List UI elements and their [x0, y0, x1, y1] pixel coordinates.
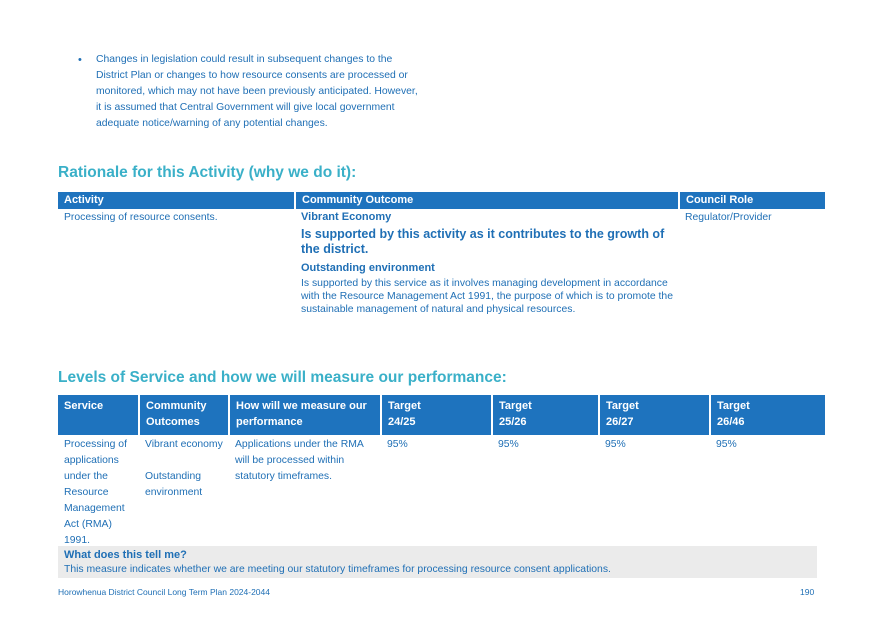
col-header-target-2: Target 25/26: [492, 395, 600, 435]
target-label: Target: [499, 400, 532, 412]
target-year: 24/25: [388, 416, 416, 428]
summary-question: What does this tell me?: [64, 549, 187, 561]
target-label: Target: [717, 400, 750, 412]
col-header-service: Service: [58, 395, 140, 435]
col-header-target-1: Target 24/25: [381, 395, 493, 435]
summary-answer: This measure indicates whether we are me…: [64, 564, 611, 575]
community-outcomes-cell: Vibrant economy Outstanding environment: [139, 435, 229, 551]
target-year: 26/46: [717, 416, 745, 428]
col-header-community-outcome: Community Outcome: [295, 192, 680, 209]
target-value-2: 95%: [498, 439, 519, 450]
outcome-vibrant-economy-title: Vibrant Economy: [301, 211, 392, 223]
outcome-environment-text: Is supported by this service as it invol…: [301, 278, 673, 315]
table-row: Processing of applications under the Res…: [58, 435, 825, 551]
council-role-cell: Regulator/Provider: [685, 212, 772, 223]
target-label: Target: [388, 400, 421, 412]
outcome-vibrant-economy: Vibrant economy: [145, 439, 223, 450]
rationale-table: Activity Community Outcome Council Role …: [58, 192, 825, 318]
outcome-vibrant-economy-text: Is supported by this activity as it cont…: [301, 227, 665, 256]
community-outcome-cell: Vibrant Economy Is supported by this act…: [295, 209, 679, 318]
rationale-header-row: Activity Community Outcome Council Role: [58, 192, 825, 209]
col-header-council-role: Council Role: [679, 192, 825, 209]
outcome-outstanding-environment: Outstanding environment: [145, 471, 203, 498]
target-label: Target: [606, 400, 639, 412]
footer-document-title: Horowhenua District Council Long Term Pl…: [58, 587, 270, 597]
rationale-heading: Rationale for this Activity (why we do i…: [58, 164, 357, 181]
target-value-1: 95%: [387, 439, 408, 450]
bullet-text: Changes in legislation could result in s…: [96, 54, 418, 129]
levels-of-service-table: Service Community Outcomes How will we m…: [58, 395, 825, 551]
col-header-community-outcomes: Community Outcomes: [139, 395, 230, 435]
activity-cell: Processing of resource consents.: [64, 212, 218, 223]
table-row: Processing of resource consents. Vibrant…: [58, 209, 825, 318]
target-value-4: 95%: [716, 439, 737, 450]
outcome-environment-title: Outstanding environment: [301, 262, 435, 274]
levels-header-row: Service Community Outcomes How will we m…: [58, 395, 825, 435]
col-header-measure: How will we measure our performance: [229, 395, 382, 435]
assumption-bullet: • Changes in legislation could result in…: [78, 52, 423, 132]
target-value-3: 95%: [605, 439, 626, 450]
col-header-target-4: Target 26/46: [710, 395, 825, 435]
col-header-activity: Activity: [58, 192, 296, 209]
target-year: 26/27: [606, 416, 634, 428]
levels-of-service-heading: Levels of Service and how we will measur…: [58, 369, 507, 386]
footer-page-number: 190: [800, 587, 815, 597]
target-year: 25/26: [499, 416, 527, 428]
col-header-target-3: Target 26/27: [599, 395, 711, 435]
service-cell: Processing of applications under the Res…: [64, 439, 127, 546]
what-does-this-tell-me-box: What does this tell me? This measure ind…: [58, 546, 817, 578]
bullet-marker: •: [78, 54, 82, 66]
measure-cell: Applications under the RMA will be proce…: [235, 439, 364, 482]
